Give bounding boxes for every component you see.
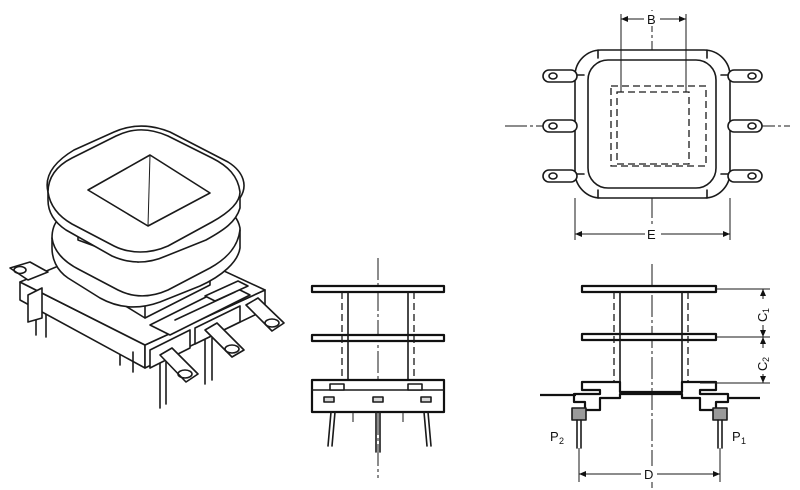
dimension-b: B: [620, 11, 687, 92]
top-view-terminals-right: [727, 69, 763, 183]
dimension-d: D: [578, 448, 721, 482]
isometric-view: [9, 125, 285, 409]
iso-terminal-front-1: [159, 347, 199, 383]
label-e: E: [647, 227, 656, 242]
label-d: D: [644, 467, 653, 482]
label-c2: C: [755, 362, 770, 371]
label-p2: P: [550, 429, 559, 444]
iso-top-flange: [46, 125, 245, 263]
label-c1-sub: 1: [761, 308, 771, 313]
top-view: B E: [505, 10, 790, 242]
label-p1-group: P 1: [732, 429, 746, 446]
iso-front-pins: [132, 337, 213, 409]
iso-terminal-front-3: [245, 297, 285, 332]
label-c1: C: [755, 313, 770, 322]
label-p1: P: [732, 429, 741, 444]
side-view-mid-flange: [580, 332, 718, 342]
front-view: [310, 258, 446, 478]
label-b: B: [647, 12, 656, 27]
label-p1-sub: 1: [741, 436, 746, 446]
side-view-pins: [571, 407, 728, 449]
side-view-top-flange: [580, 284, 718, 294]
front-view-pins: [323, 396, 432, 453]
top-view-core-dashed: [616, 91, 690, 165]
label-p2-sub: 2: [559, 436, 564, 446]
top-view-flange: [574, 49, 731, 199]
front-view-mid-flange: [310, 333, 446, 343]
iso-terminal-front-2: [204, 322, 245, 358]
front-view-top-flange: [310, 284, 446, 294]
label-p2-group: P 2: [550, 429, 564, 446]
side-view: C 1 C 2 D P 2 P 1: [540, 264, 771, 488]
dimension-e: E: [574, 198, 731, 242]
side-view-base: [572, 380, 730, 412]
dimension-c: C 1 C 2: [700, 288, 771, 384]
top-view-terminals-left: [542, 69, 578, 183]
label-c2-sub: 2: [761, 357, 771, 362]
iso-terminal-left: [9, 261, 49, 281]
